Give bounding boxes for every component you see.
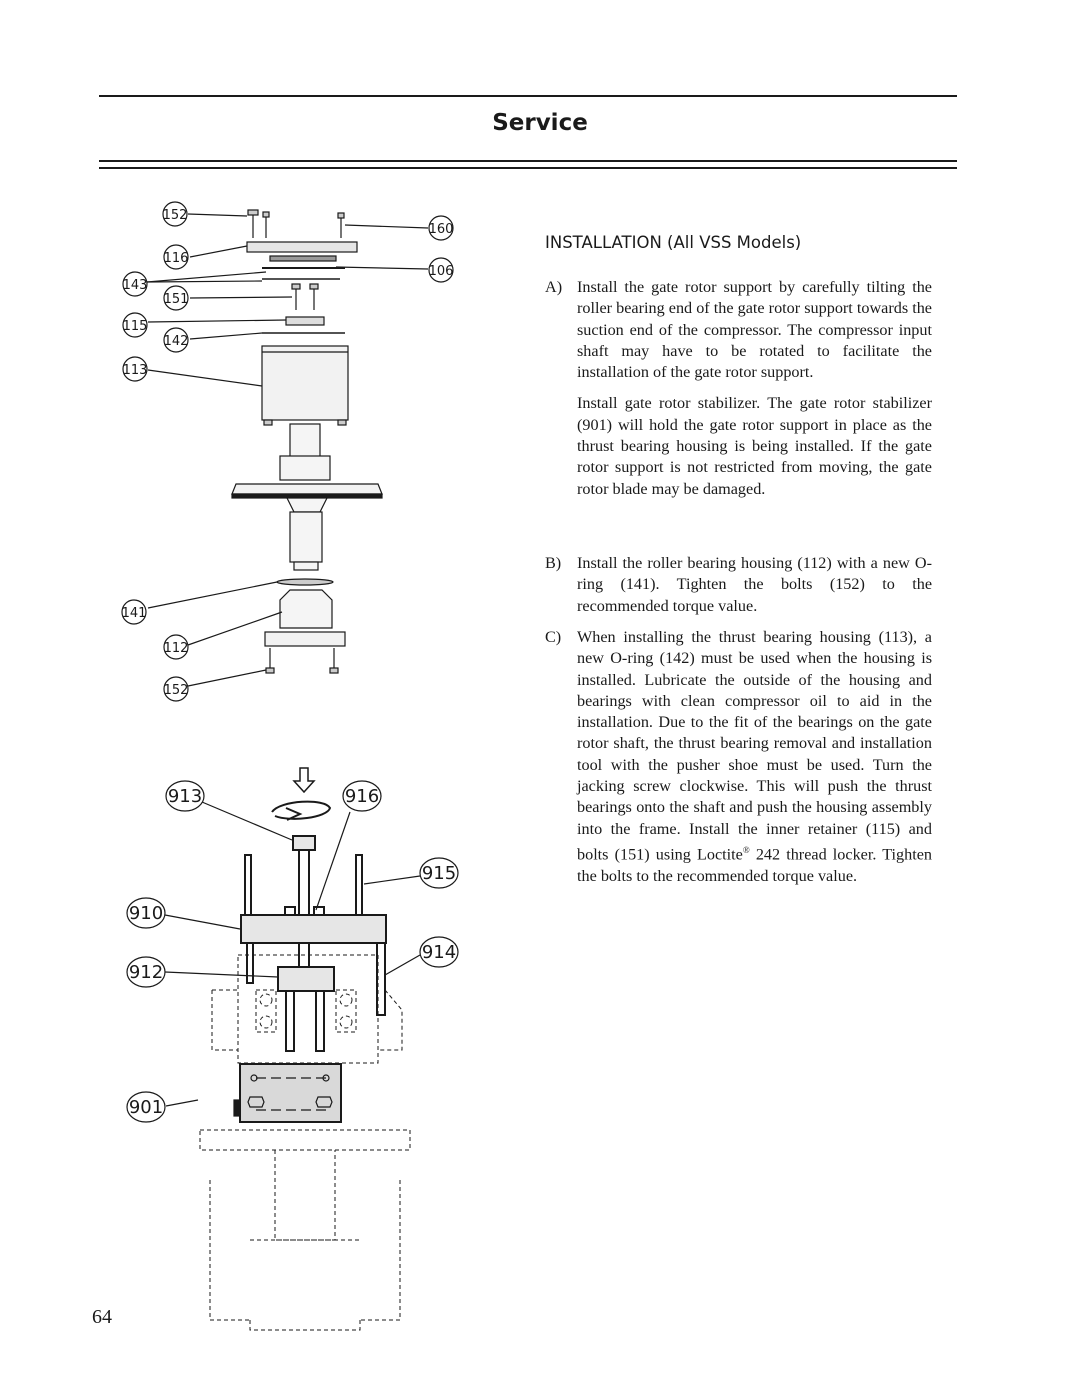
page-number: 64	[92, 1306, 112, 1328]
step-note: Install gate rotor stabilizer. The gate …	[577, 394, 932, 498]
callout-913: 913	[168, 786, 202, 807]
callout-142: 142	[164, 334, 189, 349]
callout-112: 112	[164, 641, 189, 656]
callout-152-bottom: 152	[164, 683, 189, 698]
header-rule-double-lower	[99, 167, 957, 169]
exploded-assembly-figure: 152 160 116 106 143 151 115 142 113 141 …	[121, 201, 459, 1331]
callout-143: 143	[123, 278, 148, 293]
header-rule-double-upper	[99, 160, 957, 162]
step-text: Install the roller bearing housing (112)…	[577, 554, 932, 615]
step-text-part: When installing the thrust bearing housi…	[577, 628, 932, 864]
registered-mark: ®	[742, 844, 750, 855]
page-title: Service	[492, 110, 588, 136]
callout-113: 113	[123, 363, 148, 378]
callout-160: 160	[429, 222, 454, 237]
callout-901: 901	[129, 1097, 163, 1118]
step-a: A) Install the gate rotor support by car…	[545, 277, 932, 500]
callout-152-top: 152	[163, 208, 188, 223]
bolts-152-top	[247, 209, 345, 238]
step-c: C) When installing the thrust bearing ho…	[545, 627, 932, 887]
callout-914: 914	[422, 942, 456, 963]
step-letter: A)	[545, 278, 563, 296]
callout-916: 916	[345, 786, 379, 807]
step-text-part: 242 thread locker. Tighten the bolts to …	[577, 845, 932, 885]
step-b: B) Install the roller bearing housing (1…	[545, 553, 932, 617]
callout-912: 912	[129, 962, 163, 983]
callout-151: 151	[164, 292, 189, 307]
callout-910: 910	[129, 903, 163, 924]
step-letter: B)	[545, 554, 562, 572]
callout-115: 115	[123, 319, 148, 334]
header-rule-top	[99, 95, 957, 97]
callout-116: 116	[164, 251, 189, 266]
callout-141: 141	[122, 606, 147, 621]
step-letter: C)	[545, 628, 562, 646]
callout-915: 915	[422, 863, 456, 884]
callout-106: 106	[429, 264, 454, 279]
section-heading: INSTALLATION (All VSS Models)	[545, 233, 802, 252]
step-text: When installing the thrust bearing housi…	[577, 627, 932, 887]
step-text: Install the gate rotor support by carefu…	[577, 278, 932, 382]
